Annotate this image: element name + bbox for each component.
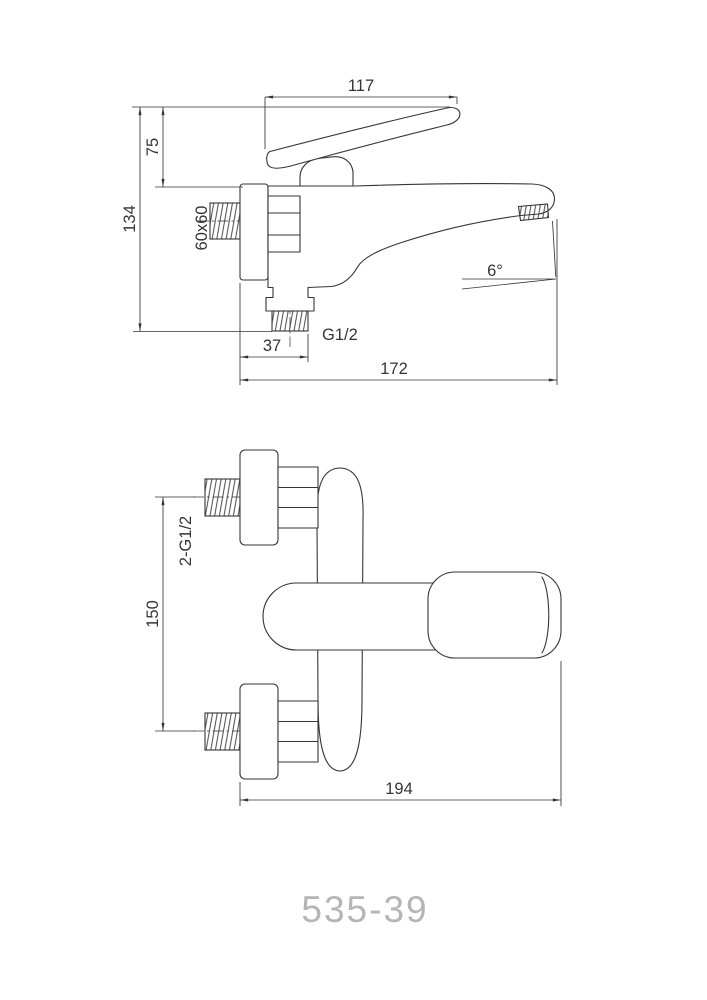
extension-lines-front: [155, 496, 562, 806]
faucet-body-and-spout: [265, 183, 556, 312]
dim-label-g12: G1/2: [322, 326, 358, 344]
dim-label-37: 37: [263, 337, 281, 355]
wall-flange-plate: [239, 183, 269, 281]
escutcheon-top: [239, 449, 279, 546]
extension-lines: [132, 97, 558, 385]
hex-nut-flats: [268, 212, 300, 236]
escutcheon-bottom: [239, 683, 279, 780]
dim-label-2g12: 2-G1/2: [177, 516, 195, 566]
cartridge-dome: [299, 156, 354, 187]
side-view: 117 75 134 60x60 G1/2 6° 37 172: [121, 77, 558, 385]
dim-label-172: 172: [380, 360, 408, 378]
handle-front: [427, 571, 562, 659]
handle-end-cap-line: [541, 576, 550, 654]
front-view-faucet: [193, 449, 562, 780]
dim-label-60x60: 60x60: [193, 206, 211, 251]
side-view-dimensions: 117 75 134 60x60 G1/2 6° 37 172: [121, 77, 558, 385]
handle-lever: [266, 107, 461, 169]
dim-label-194: 194: [385, 780, 413, 798]
front-view-dimensions: 2-G1/2 150 194: [144, 496, 562, 806]
side-view-faucet: [198, 107, 556, 347]
bottom-outlet-thread: [271, 310, 309, 332]
hex-nut-flats-front: [278, 487, 318, 742]
mounting-hex-nut: [267, 195, 301, 253]
dim-label-75: 75: [144, 138, 162, 156]
model-number: 535-39: [301, 889, 428, 930]
hex-nut-top: [277, 466, 319, 529]
dim-label-6deg: 6°: [487, 262, 503, 280]
dim-label-150: 150: [144, 600, 162, 628]
inlet-thread-top: [204, 478, 241, 517]
spout-aerator: [517, 203, 550, 222]
dim-label-117: 117: [348, 77, 374, 95]
wall-inlet-thread: [209, 202, 241, 240]
dim-label-134: 134: [121, 205, 139, 233]
front-view: 2-G1/2 150 194: [144, 449, 562, 806]
hex-nut-bottom: [277, 700, 319, 763]
inlet-thread-bottom: [204, 712, 241, 751]
spout-angle-lines: [461, 278, 557, 290]
